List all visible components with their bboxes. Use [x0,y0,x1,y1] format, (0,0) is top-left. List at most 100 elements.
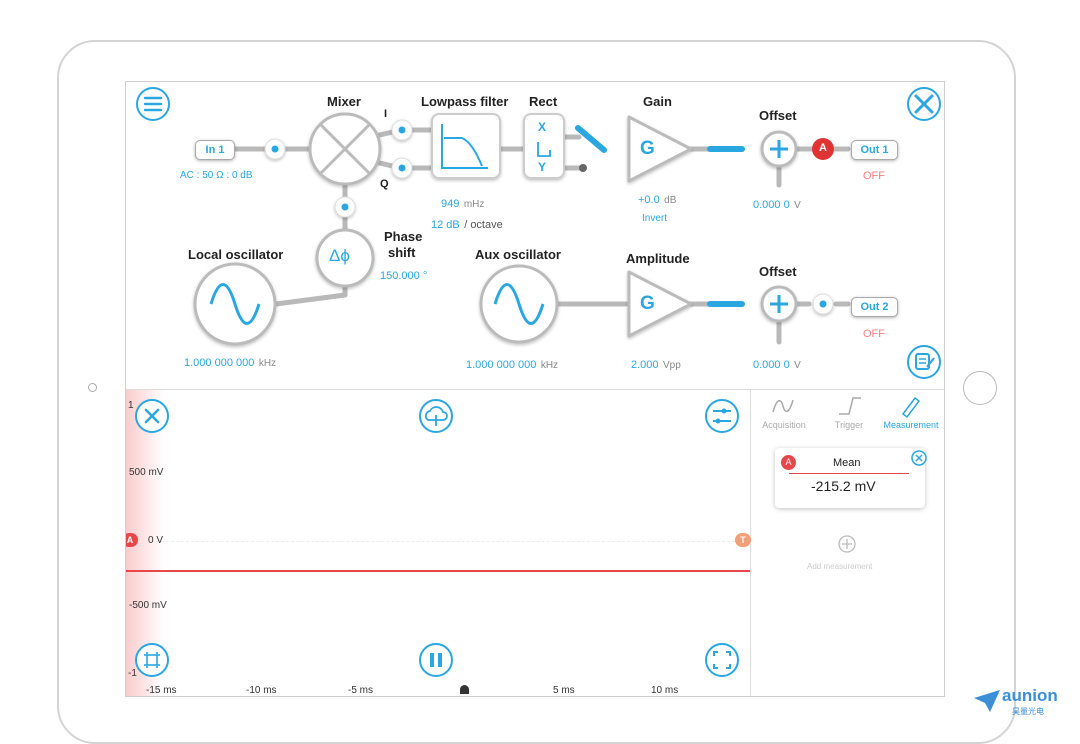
mixer-block[interactable] [308,112,382,186]
local-oscillator-frequency[interactable]: 1.000 000 000 kHz [184,357,277,369]
amplitude-block[interactable] [627,270,693,338]
mixer-title: Mixer [327,94,361,109]
aux-oscillator-title: Aux oscillator [475,247,561,262]
y-tick-0v: 0 V [148,535,164,546]
offset1-value[interactable]: 0.000 0 V [753,199,801,211]
offset2-summer[interactable] [760,285,798,323]
out2-button[interactable]: Out 2 [851,297,898,317]
x-tick-3: -5 ms [348,685,373,696]
y-tick-bottom: -1 [128,668,137,679]
tools-icon[interactable] [907,87,941,121]
lowpass-filter-block[interactable] [431,113,501,179]
pause-icon[interactable] [419,643,453,677]
app-screen: In 1 AC : 50 Ω : 0 dB Mixer I Q Lowpass … [125,81,945,697]
tab-trigger[interactable]: Trigger [834,420,864,430]
gain-symbol: G [640,138,655,159]
rect-title: Rect [529,94,558,109]
aux-oscillator-block[interactable] [479,264,559,344]
out1-button[interactable]: Out 1 [851,140,898,160]
amplitude-title: Amplitude [626,251,690,266]
tab-icons [772,396,921,419]
tablet-camera [88,383,97,392]
phase-shift-block[interactable] [315,228,375,288]
in1-coupling-label[interactable]: AC : 50 Ω : 0 dB [180,170,253,181]
brand-name: aunion [1002,686,1058,705]
phase-value[interactable]: 150.000 ° [380,270,428,282]
measurement-pencil-icon [901,396,921,419]
channel-a-badge [812,138,834,160]
in1-button[interactable]: In 1 [195,140,235,160]
rect-block[interactable] [523,113,565,179]
home-button[interactable] [963,371,997,405]
close-icon[interactable] [135,399,169,433]
x-tick-1: -15 ms [146,685,177,696]
measurement-channel-badge: A [781,455,796,470]
trigger-icon [839,397,861,415]
sliders-icon[interactable] [705,399,739,433]
local-oscillator-title: Local oscillator [188,247,284,262]
add-measurement-icon[interactable] [836,533,858,555]
gain-block[interactable] [627,115,693,183]
zero-gridline [126,541,750,543]
divider [126,389,944,390]
sine-icon [209,283,261,325]
phase-symbol: Δϕ [329,246,350,265]
filter-frequency[interactable]: 949 mHz [441,198,485,210]
measurement-underline [789,473,909,474]
q-port-label: Q [380,178,389,190]
rect-y-label: Y [538,160,547,174]
paper-plane-icon [974,690,1000,712]
sine-icon [493,283,545,325]
filter-slope[interactable]: 12 dB / octave [431,219,503,231]
waveform-trace [126,569,750,572]
channel-a-marker[interactable]: A [126,533,138,547]
offset1-summer[interactable] [760,130,798,168]
remove-measurement-icon[interactable] [909,448,929,468]
gain-value[interactable]: +0.0 dB [638,194,677,206]
x-tick-4: 5 ms [553,685,575,696]
cloud-upload-icon[interactable] [419,399,453,433]
phase-title-1: Phase [384,229,423,244]
x-tick-5: 10 ms [651,685,679,696]
phase-title-2: shift [388,245,416,260]
amplitude-value[interactable]: 2.000 Vpp [631,359,681,371]
connector-dots [264,119,834,315]
y-tick-top: 1 [128,400,134,411]
measurement-name: Mean [833,457,861,469]
offset2-value[interactable]: 0.000 0 V [753,359,801,371]
x-tick-2: -10 ms [246,685,277,696]
block-diagram [136,87,941,379]
measurement-card[interactable]: A Mean -215.2 mV [775,448,925,508]
menu-icon[interactable] [136,87,170,121]
y-tick-500mv: 500 mV [129,467,164,478]
gain-title: Gain [643,94,672,109]
side-panel: Acquisition Trigger Measurement A Mean -… [751,390,944,696]
rect-x-label: X [538,120,547,134]
channel-a-label: A [819,142,827,154]
y-tick-minus500mv: -500 mV [129,600,167,611]
measurement-value: -215.2 mV [811,478,876,494]
lowpass-title: Lowpass filter [421,94,509,109]
tab-measurement[interactable]: Measurement [883,420,939,430]
add-measurement-label[interactable]: Add measurement [807,562,873,571]
notes-icon[interactable] [907,345,941,379]
out2-state[interactable]: OFF [863,328,885,340]
i-port-label: I [384,108,388,120]
tab-acquisition[interactable]: Acquisition [762,420,806,430]
invert-toggle[interactable]: Invert [642,213,668,224]
grid-icon[interactable] [135,643,169,677]
brand-sub: 昊量光电 [1012,707,1044,716]
brand-logo: aunion 昊量光电 [972,686,1072,724]
aux-oscillator-frequency[interactable]: 1.000 000 000 kHz [466,359,559,371]
out1-state[interactable]: OFF [863,170,885,182]
offset2-title: Offset [759,264,797,279]
trigger-marker[interactable]: T [735,533,751,547]
trigger-time-icon[interactable] [460,685,469,694]
local-oscillator-block[interactable] [193,262,277,346]
lowpass-response-icon [441,124,488,169]
amplitude-symbol: G [640,293,655,314]
acquisition-icon [772,399,794,413]
scope-plot[interactable]: 1 500 mV 0 V -500 mV -1 A T -15 ms -10 m… [126,390,751,696]
fullscreen-icon[interactable] [705,643,739,677]
scope-controls [135,399,739,677]
